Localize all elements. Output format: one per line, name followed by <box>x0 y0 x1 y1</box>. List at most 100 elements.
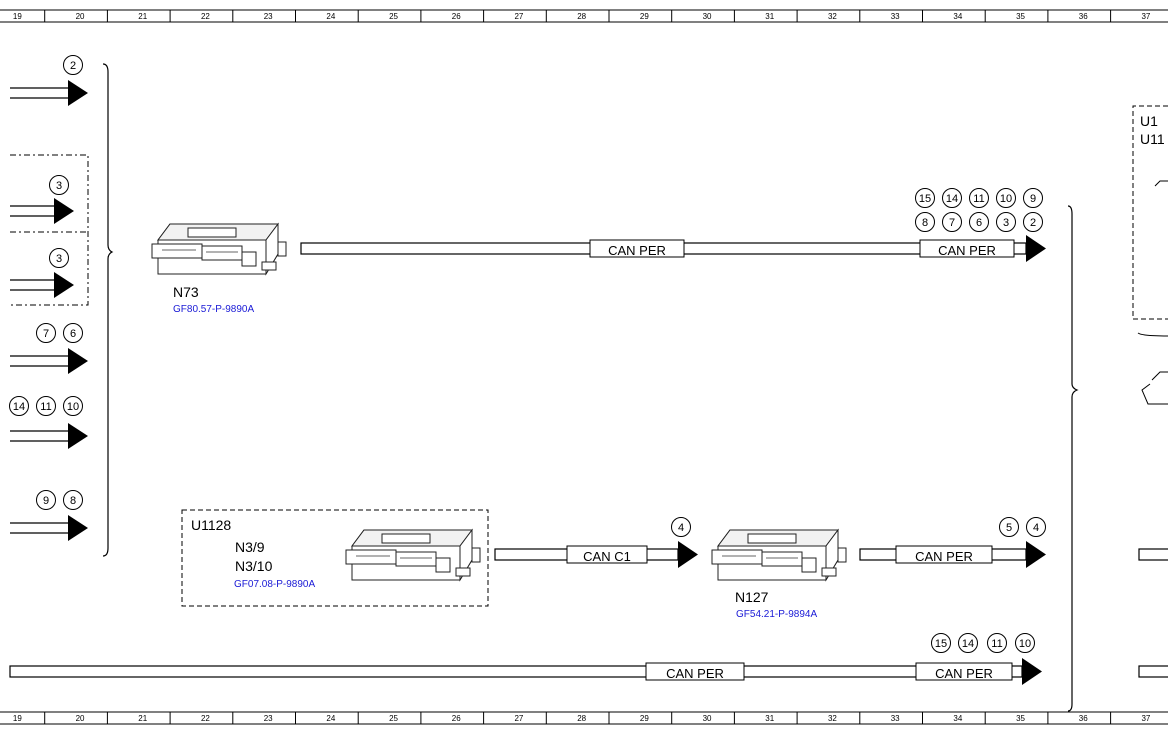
svg-text:15: 15 <box>935 638 947 650</box>
svg-text:3: 3 <box>56 253 62 265</box>
ruler-number: 27 <box>514 12 523 21</box>
connector-number-badge: 3 <box>49 175 69 195</box>
ruler-number: 28 <box>577 714 586 723</box>
connector-number-badge: 5 <box>999 517 1019 537</box>
ruler-number: 31 <box>765 714 774 723</box>
connector-number-badge: 6 <box>969 212 989 232</box>
u1128-sub2: N3/10 <box>235 558 273 574</box>
svg-text:2: 2 <box>70 60 76 72</box>
connector-number-badge: 3 <box>996 212 1016 232</box>
ruler-number: 22 <box>201 714 210 723</box>
connector-number-badge: 2 <box>1023 212 1043 232</box>
ruler-number: 20 <box>76 714 85 723</box>
svg-text:3: 3 <box>1003 217 1009 229</box>
ruler-number: 32 <box>828 12 837 21</box>
ruler-number: 24 <box>326 714 335 723</box>
svg-text:10: 10 <box>1019 638 1031 650</box>
ruler-number: 34 <box>953 714 962 723</box>
right-partial-bus-1 <box>1138 548 1168 561</box>
ruler-number: 37 <box>1141 714 1150 723</box>
right-partial-label-2: U11 <box>1140 131 1165 147</box>
ruler-number: 29 <box>640 12 649 21</box>
u1128-reference-link[interactable]: GF07.08-P-9890A <box>234 579 315 590</box>
n73-control-unit[interactable] <box>151 223 287 275</box>
u1128-dashed-box <box>181 509 489 607</box>
svg-text:8: 8 <box>70 495 76 507</box>
ruler-number: 21 <box>138 12 147 21</box>
connector-number-badge: 15 <box>915 188 935 208</box>
u1128-label: U1128 <box>191 517 231 533</box>
connector-number-badge: 9 <box>1023 188 1043 208</box>
ruler-number: 31 <box>765 12 774 21</box>
svg-text:8: 8 <box>922 217 928 229</box>
connector-number-badge: 8 <box>915 212 935 232</box>
right-partial-brace-fragment <box>1137 332 1168 337</box>
ruler-number: 36 <box>1079 714 1088 723</box>
can-c1-label: CAN C1 <box>566 545 648 564</box>
right-partial-ecu-fragment-2 <box>1141 371 1168 405</box>
ruler-number: 32 <box>828 714 837 723</box>
connector-number-badge: 15 <box>931 633 951 653</box>
svg-text:CAN PER: CAN PER <box>666 666 724 681</box>
u1128-sub1: N3/9 <box>235 539 265 555</box>
ruler-number: 37 <box>1141 12 1150 21</box>
svg-text:15: 15 <box>919 193 931 205</box>
svg-text:7: 7 <box>949 217 955 229</box>
connector-number-badge: 4 <box>1026 517 1046 537</box>
connector-number-badge: 14 <box>958 633 978 653</box>
ruler-number: 36 <box>1079 12 1088 21</box>
ruler-number: 34 <box>953 12 962 21</box>
ruler-number: 22 <box>201 12 210 21</box>
bottom-can-bus <box>9 658 1042 685</box>
ruler-number: 26 <box>452 714 461 723</box>
n127-reference-link[interactable]: GF54.21-P-9894A <box>736 609 817 620</box>
ruler-number: 21 <box>138 714 147 723</box>
right-partial-bus-2 <box>1138 665 1168 678</box>
ruler-number: 33 <box>891 714 900 723</box>
connector-number-badge: 3 <box>49 248 69 268</box>
ruler-number: 35 <box>1016 714 1025 723</box>
bottom-ruler <box>0 711 1168 725</box>
connector-number-badge: 10 <box>63 396 83 416</box>
u1128-control-unit[interactable] <box>345 529 481 581</box>
svg-text:14: 14 <box>962 638 974 650</box>
right-partial-label-1: U1 <box>1140 113 1158 129</box>
connector-number-badge: 11 <box>987 633 1007 653</box>
ruler-number: 23 <box>264 714 273 723</box>
connector-number-badge: 7 <box>942 212 962 232</box>
ruler-number: 26 <box>452 12 461 21</box>
connector-number-badge: 10 <box>996 188 1016 208</box>
ruler-number: 28 <box>577 12 586 21</box>
svg-text:2: 2 <box>1030 217 1036 229</box>
n73-reference-link[interactable]: GF80.57-P-9890A <box>173 304 254 315</box>
connector-number-badge: 7 <box>36 323 56 343</box>
ruler-number: 30 <box>703 12 712 21</box>
connector-number-badge: 14 <box>9 396 29 416</box>
svg-text:CAN PER: CAN PER <box>938 243 996 258</box>
connector-number-badge: 9 <box>36 490 56 510</box>
n127-control-unit[interactable] <box>711 529 847 581</box>
connector-number-badge: 2 <box>63 55 83 75</box>
svg-text:10: 10 <box>1000 193 1012 205</box>
svg-text:7: 7 <box>43 328 49 340</box>
ruler-number: 25 <box>389 714 398 723</box>
connector-number-badge: 10 <box>1015 633 1035 653</box>
svg-text:CAN PER: CAN PER <box>935 666 993 681</box>
bottom-bus-label-mid: CAN PER <box>645 662 745 681</box>
svg-text:14: 14 <box>13 401 25 413</box>
ruler-number: 35 <box>1016 12 1025 21</box>
left-connector-arrow: 3 <box>10 175 74 224</box>
svg-text:CAN PER: CAN PER <box>608 243 666 258</box>
top-ruler <box>0 9 1168 23</box>
svg-text:5: 5 <box>1006 522 1012 534</box>
n73-label: N73 <box>173 284 199 300</box>
connector-number-badge: 8 <box>63 490 83 510</box>
left-connector-arrow: 3 <box>10 248 74 298</box>
ruler-number: 23 <box>264 12 273 21</box>
svg-text:9: 9 <box>43 495 49 507</box>
